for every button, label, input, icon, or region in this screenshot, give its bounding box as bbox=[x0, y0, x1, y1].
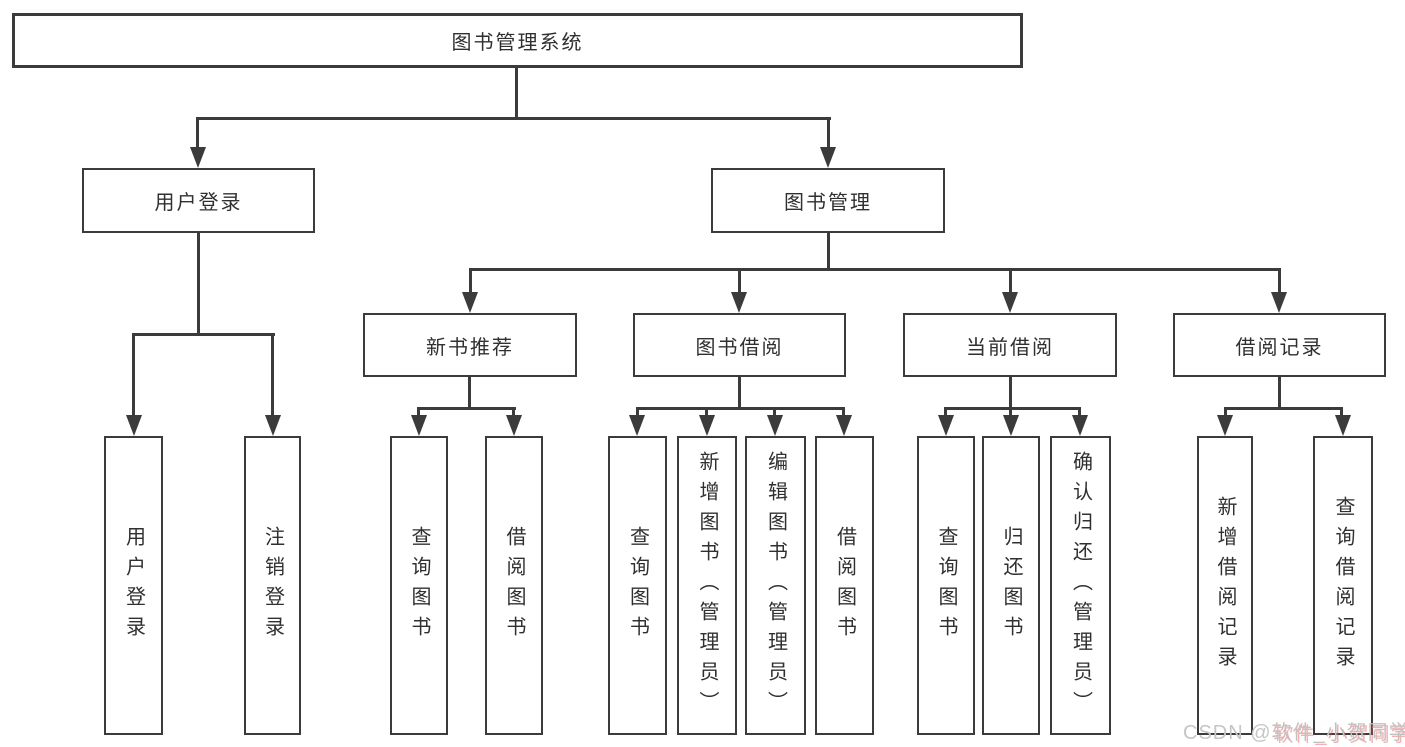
connector-line bbox=[636, 407, 639, 419]
arrow-down-icon bbox=[1003, 415, 1019, 436]
arrow-down-icon bbox=[411, 415, 427, 436]
connector-line bbox=[842, 407, 845, 419]
leaf-current-query-books-label: 查询图书 bbox=[935, 525, 957, 646]
arrow-down-icon bbox=[699, 415, 715, 436]
connector-line bbox=[197, 233, 200, 335]
connector-line bbox=[417, 407, 420, 419]
arrow-down-icon bbox=[629, 415, 645, 436]
connector-line bbox=[468, 377, 471, 409]
node-borrowing-records: 借阅记录 bbox=[1173, 313, 1386, 377]
arrow-down-icon bbox=[820, 147, 836, 168]
connector-line bbox=[271, 333, 274, 418]
node-book-management: 图书管理 bbox=[711, 168, 945, 233]
leaf-current-query-books: 查询图书 bbox=[917, 436, 975, 735]
node-current-borrowing-label: 当前借阅 bbox=[966, 336, 1054, 359]
connector-line bbox=[196, 117, 831, 120]
arrow-down-icon bbox=[767, 415, 783, 436]
connector-line bbox=[1009, 407, 1012, 419]
leaf-confirm-return-admin-label: 确认归还（管理员） bbox=[1069, 450, 1092, 721]
arrow-down-icon bbox=[506, 415, 522, 436]
arrow-down-icon bbox=[1217, 415, 1233, 436]
arrow-down-icon bbox=[1335, 415, 1351, 436]
leaf-user-login-label: 用户登录 bbox=[122, 525, 145, 646]
arrow-down-icon bbox=[462, 292, 478, 313]
connector-line bbox=[738, 377, 741, 409]
leaf-user-login: 用户登录 bbox=[104, 436, 163, 735]
leaf-recommend-query-books: 查询图书 bbox=[390, 436, 448, 735]
leaf-borrowing-query-books: 查询图书 bbox=[608, 436, 667, 735]
leaf-edit-books-admin: 编辑图书（管理员） bbox=[745, 436, 806, 735]
connector-line bbox=[469, 268, 1281, 271]
arrow-down-icon bbox=[265, 415, 281, 436]
leaf-add-borrow-record: 新增借阅记录 bbox=[1197, 436, 1253, 735]
connector-line bbox=[1224, 407, 1343, 410]
leaf-return-books-label: 归还图书 bbox=[1000, 525, 1022, 646]
connector-line bbox=[827, 233, 830, 271]
connector-line bbox=[944, 407, 947, 419]
watermark: CSDN @软件_小贺同学 bbox=[1183, 716, 1405, 745]
connector-line bbox=[1224, 407, 1227, 419]
watermark-username: 软件_小贺同学 bbox=[1271, 722, 1405, 744]
leaf-recommend-query-books-label: 查询图书 bbox=[408, 525, 430, 646]
connector-line bbox=[827, 117, 830, 157]
leaf-borrowing-query-books-label: 查询图书 bbox=[626, 525, 649, 646]
arrow-down-icon bbox=[126, 415, 142, 436]
connector-line bbox=[1009, 377, 1012, 409]
connector-line bbox=[636, 407, 844, 410]
leaf-query-borrow-record-label: 查询借阅记录 bbox=[1332, 495, 1354, 676]
leaf-add-books-admin: 新增图书（管理员） bbox=[677, 436, 737, 735]
leaf-add-borrow-record-label: 新增借阅记录 bbox=[1214, 495, 1236, 676]
arrow-down-icon bbox=[938, 415, 954, 436]
node-new-book-recommendation: 新书推荐 bbox=[363, 313, 577, 377]
node-library-system: 图书管理系统 bbox=[12, 13, 1023, 68]
connector-line bbox=[1078, 407, 1081, 419]
arrow-down-icon bbox=[1271, 292, 1287, 313]
leaf-return-books: 归还图书 bbox=[982, 436, 1040, 735]
leaf-borrowing-borrow-books: 借阅图书 bbox=[815, 436, 874, 735]
leaf-recommend-borrow-books: 借阅图书 bbox=[485, 436, 543, 735]
connector-line bbox=[196, 117, 199, 157]
watermark-prefix: CSDN @ bbox=[1183, 722, 1272, 744]
connector-line bbox=[132, 333, 135, 418]
arrow-down-icon bbox=[190, 147, 206, 168]
leaf-recommend-borrow-books-label: 借阅图书 bbox=[503, 525, 525, 646]
connector-line bbox=[1009, 268, 1012, 295]
connector-line bbox=[1278, 268, 1281, 295]
connector-line bbox=[1340, 407, 1343, 419]
connector-line bbox=[773, 407, 776, 419]
leaf-logout-login: 注销登录 bbox=[244, 436, 301, 735]
node-borrowing-records-label: 借阅记录 bbox=[1235, 336, 1324, 359]
leaf-query-borrow-record: 查询借阅记录 bbox=[1313, 436, 1373, 735]
connector-line bbox=[738, 268, 741, 295]
node-library-system-label: 图书管理系统 bbox=[451, 32, 584, 54]
connector-line bbox=[944, 407, 1081, 410]
arrow-down-icon bbox=[1072, 415, 1088, 436]
arrow-down-icon bbox=[1002, 292, 1018, 313]
node-current-borrowing: 当前借阅 bbox=[903, 313, 1117, 377]
connector-line bbox=[469, 268, 472, 295]
node-book-borrowing-label: 图书借阅 bbox=[695, 336, 784, 359]
leaf-borrowing-borrow-books-label: 借阅图书 bbox=[833, 525, 856, 646]
connector-line bbox=[515, 68, 518, 119]
connector-line bbox=[417, 407, 516, 410]
node-user-login: 用户登录 bbox=[82, 168, 315, 233]
leaf-logout-login-label: 注销登录 bbox=[261, 525, 284, 646]
connector-line bbox=[512, 407, 515, 419]
node-new-book-recommendation-label: 新书推荐 bbox=[426, 336, 514, 359]
arrow-down-icon bbox=[836, 415, 852, 436]
node-user-login-label: 用户登录 bbox=[154, 192, 243, 214]
leaf-edit-books-admin-label: 编辑图书（管理员） bbox=[764, 450, 787, 721]
leaf-add-books-admin-label: 新增图书（管理员） bbox=[696, 450, 718, 721]
node-book-management-label: 图书管理 bbox=[784, 192, 872, 214]
connector-line bbox=[705, 407, 708, 419]
leaf-confirm-return-admin: 确认归还（管理员） bbox=[1050, 436, 1111, 735]
connector-line bbox=[1278, 377, 1281, 409]
node-book-borrowing: 图书借阅 bbox=[633, 313, 846, 377]
connector-line bbox=[132, 333, 275, 336]
arrow-down-icon bbox=[731, 292, 747, 313]
